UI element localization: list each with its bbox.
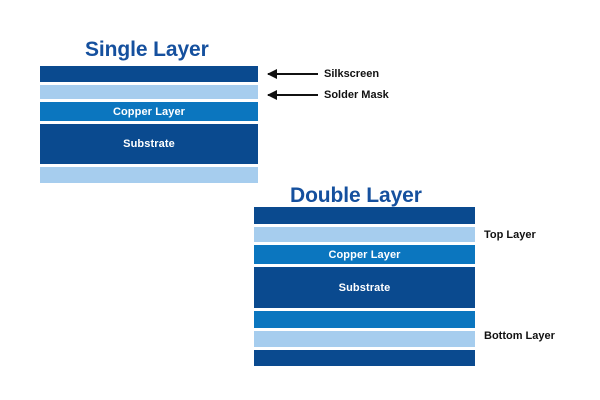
layer-solder-mask: [40, 85, 258, 99]
layer-top-solder-mask: [254, 227, 475, 242]
layer-bottom-copper-layer: [254, 311, 475, 328]
layer-bottom-solder-mask: [40, 167, 258, 183]
layer-label: Copper Layer: [112, 105, 186, 118]
double-layer-title: Double Layer: [290, 184, 422, 207]
layer-label: Substrate: [123, 138, 175, 150]
layer-bottom-solder-mask: [254, 331, 475, 347]
layer-top-copper-layer: Copper Layer: [254, 245, 475, 264]
single-layer-title: Single Layer: [85, 38, 209, 61]
layer-substrate: Substrate: [40, 124, 258, 164]
layer-copper-layer: Copper Layer: [40, 102, 258, 121]
layer-bottom-silkscreen: [254, 350, 475, 366]
bottom-layer-label: Bottom Layer: [484, 330, 555, 342]
solder-mask-label: Solder Mask: [324, 89, 389, 101]
layer-label: Substrate: [338, 281, 391, 294]
solder-mask-arrow: [268, 94, 318, 96]
layer-substrate: Substrate: [254, 267, 475, 308]
layer-top-silkscreen: [254, 207, 475, 224]
top-layer-label: Top Layer: [484, 229, 536, 241]
layer-label: Copper Layer: [328, 248, 401, 261]
layer-silkscreen: [40, 66, 258, 82]
silkscreen-arrow: [268, 73, 318, 75]
silkscreen-label: Silkscreen: [324, 68, 380, 80]
